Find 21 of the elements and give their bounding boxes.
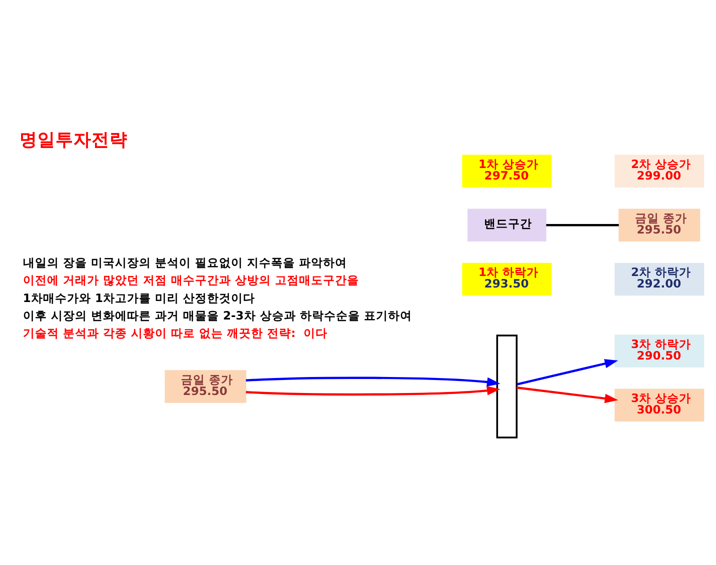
node-box: 2차 상승가 299.00 xyxy=(614,154,704,187)
node-box: 금일 종가 295.50 xyxy=(164,370,246,402)
label: 1차매수가와 1차고가를 미리 산정한것이다 xyxy=(22,290,256,304)
node-box: 2차 하락가 292.00 xyxy=(614,262,704,296)
node-box: 3차 상승가 300.50 xyxy=(614,388,704,421)
arrow xyxy=(246,386,500,396)
node-box: 밴드구간 xyxy=(467,208,546,242)
node-box: 금일 종가 295.50 xyxy=(618,208,700,242)
node-box: 1차 하락가 293.50 xyxy=(462,262,552,296)
label: 이후 시장의 변화에따른 과거 매물을 2-3차 상승과 하락수순을 표기하여 xyxy=(22,308,412,322)
arrow xyxy=(516,386,618,403)
label: 기술적 분석과 각종 시황이 따로 없는 깨끗한 전략: 이다 xyxy=(22,326,328,340)
label: 이전에 거래가 많았던 저점 매수구간과 상방의 고점매도구간을 xyxy=(22,272,360,287)
arrow xyxy=(246,376,500,386)
node-box: 3차 하락가 290.50 xyxy=(614,334,704,367)
node-box: 1차 상승가 297.50 xyxy=(462,154,552,187)
node-box xyxy=(496,334,518,438)
connector xyxy=(546,224,619,226)
arrow xyxy=(516,358,618,385)
diagram-title: 명일투자전략 xyxy=(19,130,128,150)
label: 내일의 장을 미국시장의 분석이 필요없이 지수폭을 파악하여 xyxy=(22,254,348,269)
